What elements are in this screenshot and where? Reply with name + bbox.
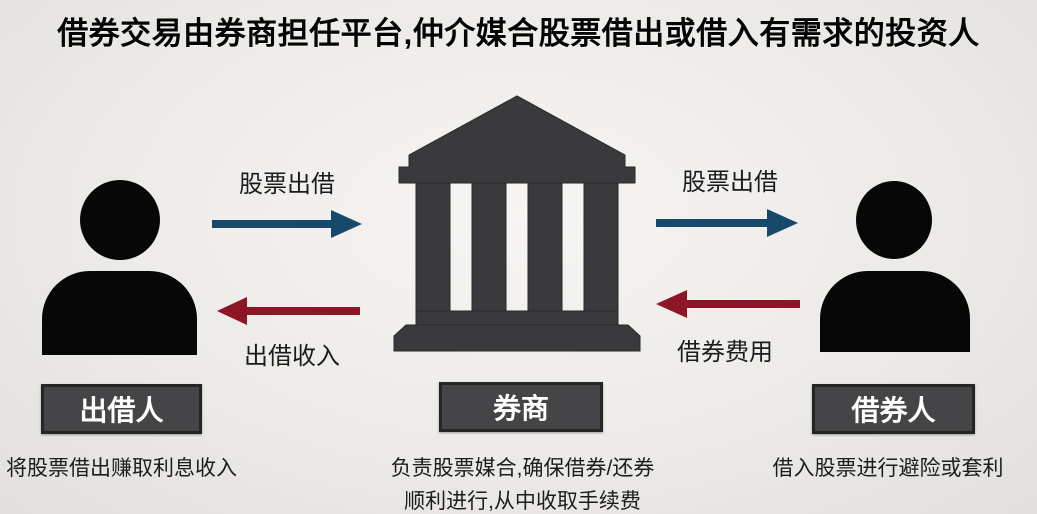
broker-label-box: 券商 — [439, 382, 603, 432]
lender-description: 将股票借出赚取利息收入 — [6, 457, 237, 480]
flow-label-lender-to-broker: 股票出借 — [239, 171, 335, 198]
arrow-left-icon — [217, 297, 360, 325]
broker-description-line1: 负责股票媒合,确保借券/还券 — [390, 457, 655, 480]
diagram-title: 借券交易由券商担任平台,仲介媒合股票借出或借入有需求的投资人 — [57, 16, 980, 51]
arrow-right-icon — [212, 210, 362, 238]
borrower-label: 借券人 — [851, 395, 936, 426]
flow-label-borrower-to-broker: 借券费用 — [677, 339, 773, 366]
lender-label: 出借人 — [79, 395, 164, 426]
broker-description: 负责股票媒合,确保借券/还券 顺利进行,从中收取手续费 — [365, 452, 680, 514]
bank-icon — [393, 95, 641, 352]
person-head-shape — [856, 181, 932, 259]
lender-label-box: 出借人 — [41, 384, 202, 434]
arrow-right-icon — [656, 209, 798, 237]
flow-label-broker-to-lender: 出借收入 — [244, 343, 340, 370]
person-head-shape — [80, 180, 160, 260]
flow-label-broker-to-borrower: 股票出借 — [682, 169, 778, 196]
person-torso-shape — [820, 271, 970, 352]
broker-description-line2: 顺利进行,从中收取手续费 — [404, 490, 641, 513]
lender-person-icon — [42, 180, 197, 355]
person-torso-shape — [42, 271, 197, 355]
broker-label: 券商 — [492, 393, 549, 424]
borrower-label-box: 借券人 — [812, 384, 975, 434]
borrower-description: 借入股票进行避险或套利 — [772, 457, 1004, 480]
borrower-person-icon — [820, 180, 970, 352]
arrow-left-icon — [656, 290, 800, 318]
